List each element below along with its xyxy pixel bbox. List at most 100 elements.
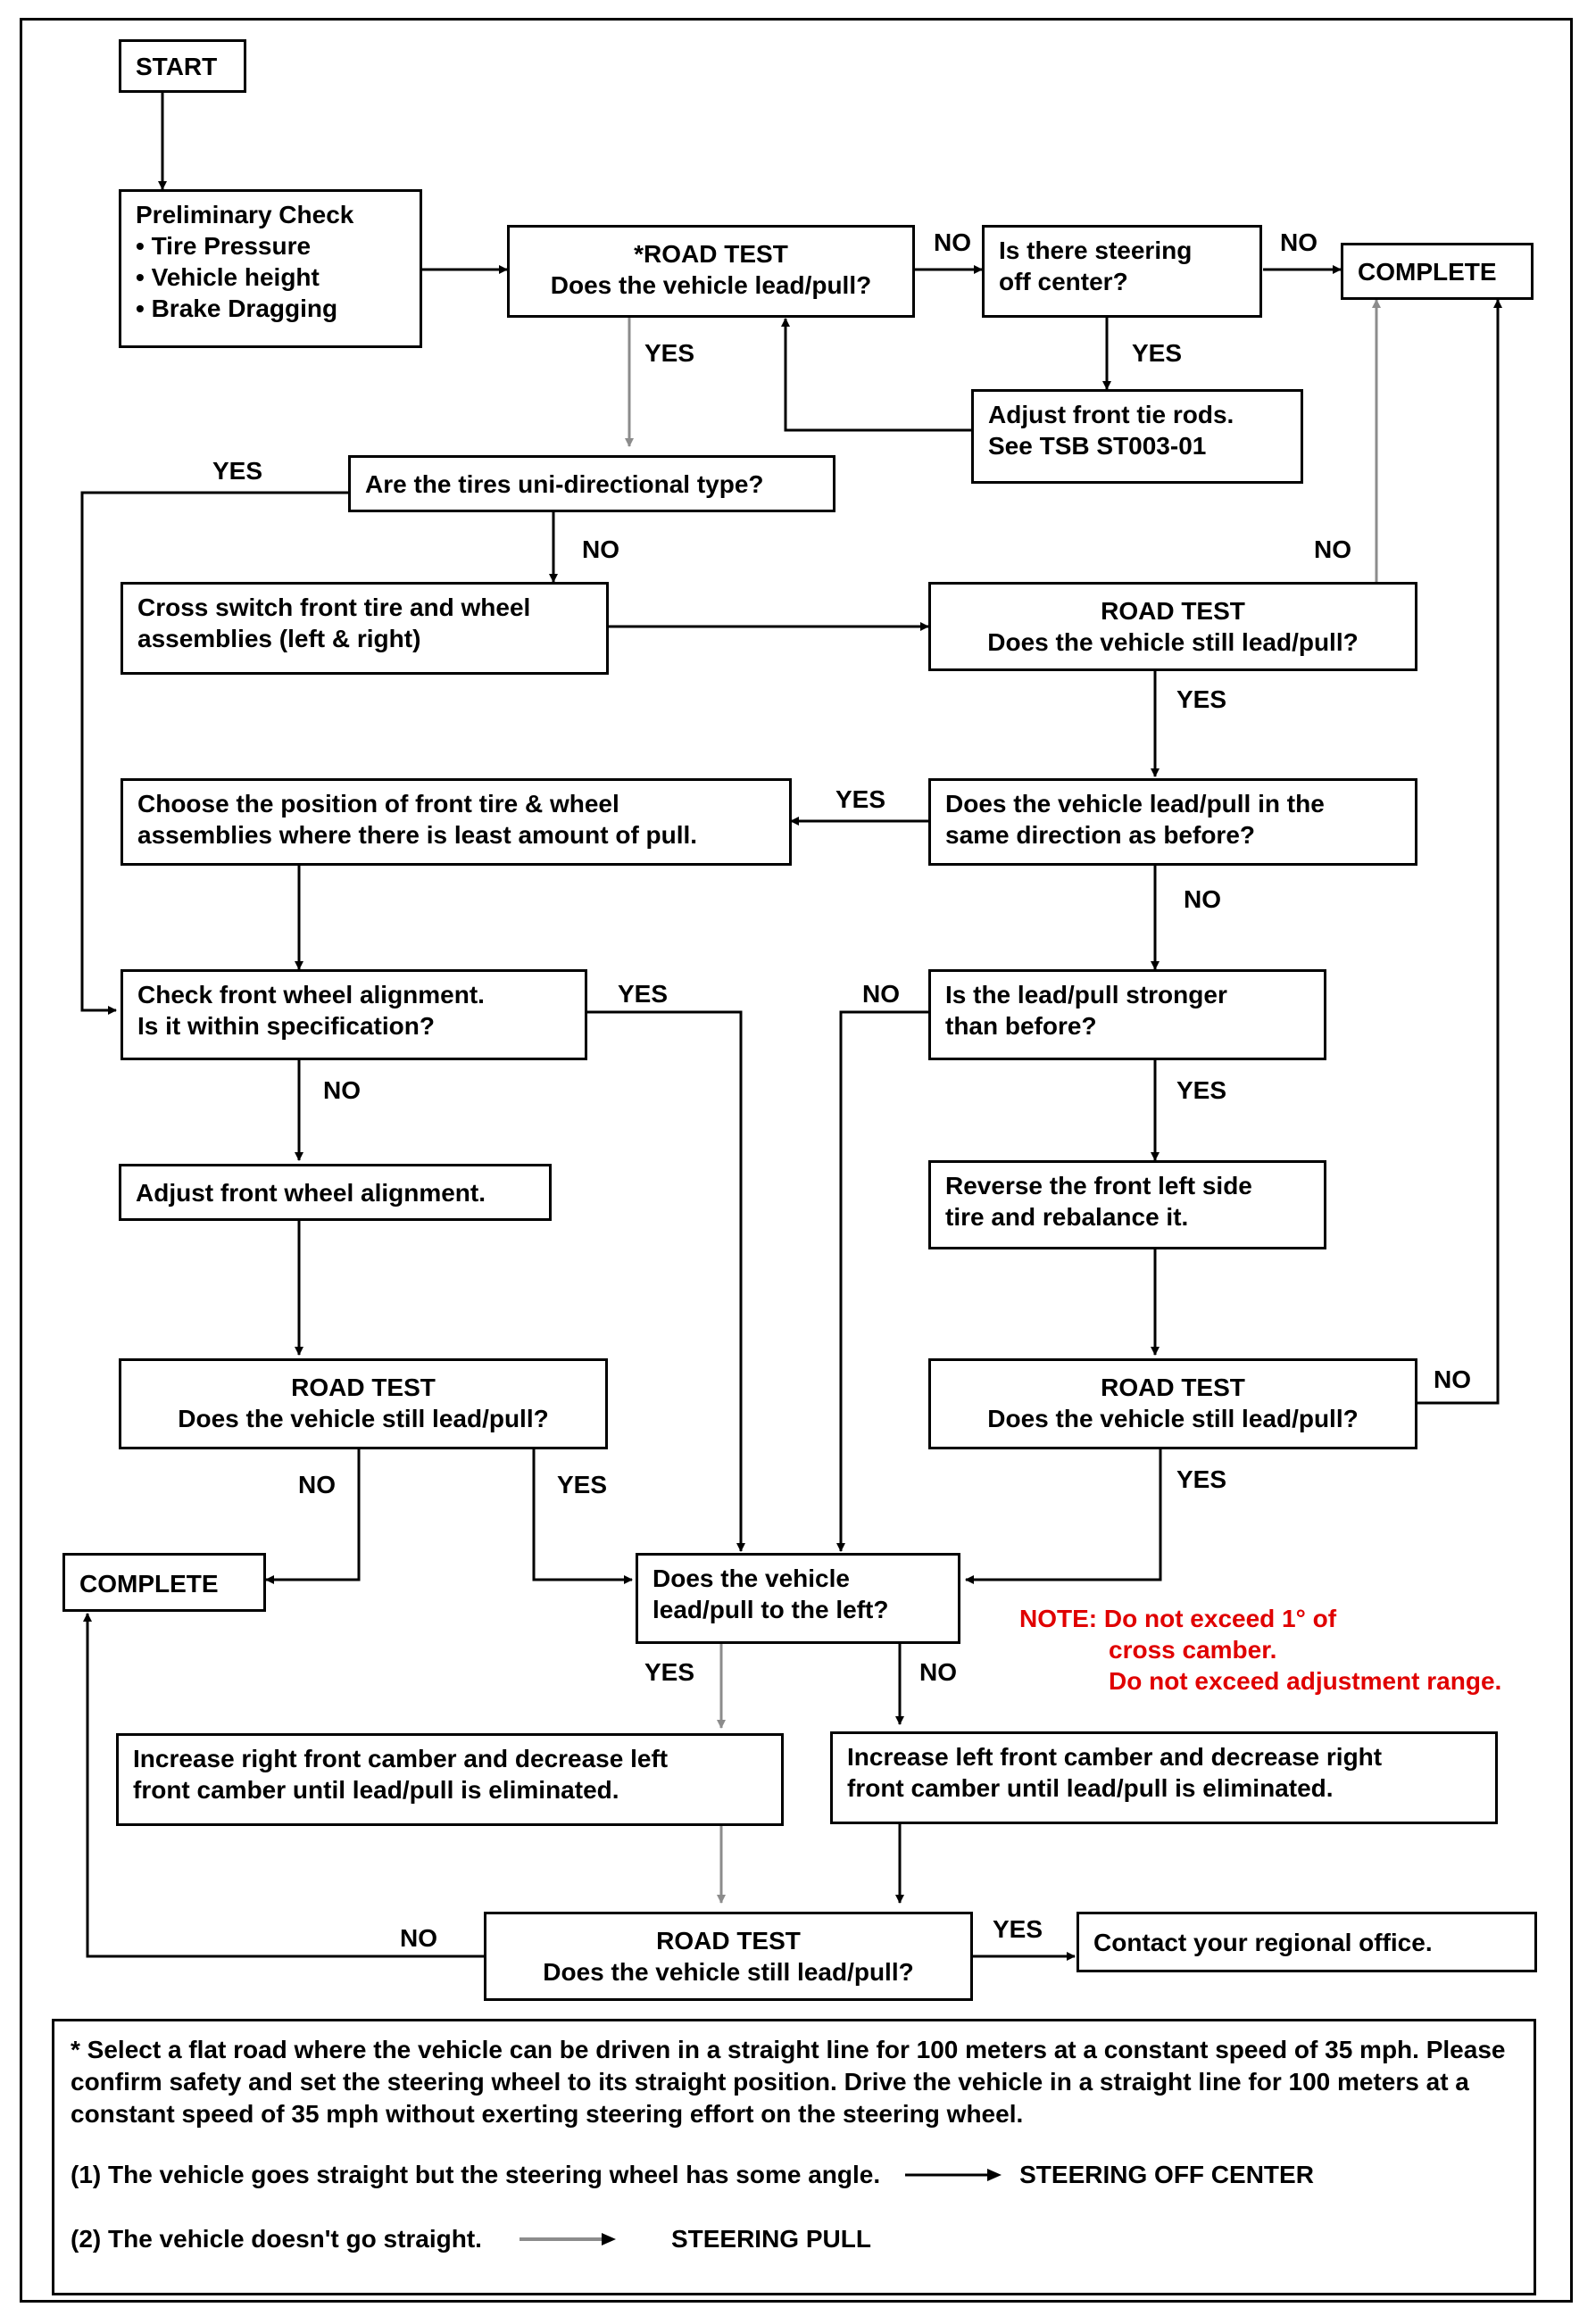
box-text-line: START (136, 53, 218, 80)
legend-2-text: (2) The vehicle doesn't go straight. (71, 2225, 482, 2253)
box-text-line: Does the vehicle still lead/pull? (987, 628, 1359, 656)
connector-roadtest4-leadleft (965, 1448, 1162, 1584)
label-no: NO (298, 1471, 336, 1498)
connector-roadtest3-completeleft (265, 1448, 361, 1584)
box-text-line: ROAD TEST (291, 1374, 436, 1401)
box-text-line: Adjust front tie rods. (988, 401, 1234, 428)
contact-office-box: Contact your regional office. (1076, 1912, 1537, 1972)
black-arrow-icon (905, 2169, 1002, 2181)
label-yes: YES (1132, 339, 1183, 367)
flowchart-frame (20, 18, 1573, 2303)
start-box: START (119, 39, 246, 93)
label-no: NO (1434, 1365, 1471, 1393)
label-no: NO (323, 1076, 361, 1104)
box-text-line: assemblies where there is least amount o… (137, 821, 698, 849)
label-no: NO (582, 535, 619, 563)
box-text-line: *ROAD TEST (634, 240, 788, 268)
box-text-line: Increase left front camber and decrease … (847, 1743, 1383, 1771)
box-text-line: ROAD TEST (1101, 597, 1245, 625)
label-no: NO (1184, 885, 1221, 913)
lead-stronger-box: Is the lead/pull stronger than before? (928, 969, 1326, 1060)
label-yes: YES (212, 457, 263, 485)
note-line: cross camber. (1109, 1636, 1277, 1664)
box-text-line: front camber until lead/pull is eliminat… (847, 1774, 1334, 1802)
box-text-line: same direction as before? (945, 821, 1256, 849)
box-text-line: • Brake Dragging (136, 295, 338, 322)
box-text-line: off center? (999, 268, 1128, 295)
box-text-line: Does the vehicle still lead/pull? (987, 1405, 1359, 1432)
increase-left-camber-box: Increase left front camber and decrease … (830, 1731, 1498, 1824)
box-text-line: See TSB ST003-01 (988, 432, 1207, 460)
box-text-line: Does the vehicle lead/pull? (550, 271, 872, 299)
box-text-line: Is the lead/pull stronger (945, 981, 1227, 1008)
label-yes: YES (1176, 1076, 1227, 1104)
box-text-line: Cross switch front tire and wheel (137, 593, 531, 621)
box-text-line: than before? (945, 1012, 1097, 1040)
box-text-line: Does the vehicle still lead/pull? (543, 1958, 914, 1986)
footnote-text: * Select a flat road where the vehicle c… (71, 2036, 1506, 2128)
label-yes: YES (1176, 1465, 1227, 1493)
road-test-2-box: ROAD TEST Does the vehicle still lead/pul… (928, 582, 1417, 671)
gray-arrow-icon (519, 2233, 616, 2245)
box-text-line: Are the tires uni-directional type? (365, 470, 764, 498)
box-text-line: Does the vehicle still lead/pull? (178, 1405, 549, 1432)
box-text-line: lead/pull to the left? (653, 1596, 889, 1623)
box-text-line: COMPLETE (1358, 258, 1497, 286)
legend-1-target: STEERING OFF CENTER (1019, 2161, 1314, 2188)
uni-directional-box: Are the tires uni-directional type? (348, 455, 835, 512)
box-text-line: Preliminary Check (136, 201, 354, 228)
label-no: NO (1314, 535, 1351, 563)
box-text-line: Does the vehicle (653, 1565, 850, 1592)
box-text-line: Does the vehicle lead/pull in the (945, 790, 1325, 818)
box-text-line: ROAD TEST (1101, 1374, 1245, 1401)
box-text-line: Is it within specification? (137, 1012, 435, 1040)
complete-left-box: COMPLETE (62, 1553, 266, 1612)
box-text-line: front camber until lead/pull is eliminat… (133, 1776, 619, 1804)
legend-steering-pull: (2) The vehicle doesn't go straight. STE… (71, 2223, 1517, 2255)
choose-position-box: Choose the position of front tire & whee… (121, 778, 792, 866)
complete-top-box: COMPLETE (1341, 243, 1534, 300)
box-text-line: ROAD TEST (656, 1927, 801, 1955)
preliminary-check-box: Preliminary Check• Tire Pressure• Vehicl… (119, 189, 422, 348)
legend-off-center: (1) The vehicle goes straight but the st… (71, 2159, 1517, 2191)
connector-unidirectional-alignment (80, 491, 348, 1015)
connector-roadtest3-leadleft (532, 1448, 633, 1584)
box-text-line: Choose the position of front tire & whee… (137, 790, 619, 818)
box-text-line: COMPLETE (79, 1570, 219, 1598)
connector-tierods-roadtest1 (781, 318, 971, 432)
box-text-line: Reverse the front left side (945, 1172, 1252, 1199)
adjust-tie-rods-box: Adjust front tie rods. See TSB ST003-01 (971, 389, 1303, 484)
note-line: NOTE: Do not exceed 1° of (1019, 1605, 1337, 1632)
road-test-4-box: ROAD TEST Does the vehicle still lead/pul… (928, 1358, 1417, 1449)
legend-1-text: (1) The vehicle goes straight but the st… (71, 2161, 881, 2188)
label-no: NO (1280, 228, 1318, 256)
lead-left-box: Does the vehicle lead/pull to the left? (636, 1553, 960, 1644)
label-yes: YES (557, 1471, 608, 1498)
legend-2-target: STEERING PULL (670, 2225, 871, 2253)
same-direction-box: Does the vehicle lead/pull in the same di… (928, 778, 1417, 866)
label-no: NO (934, 228, 971, 256)
box-text-line: tire and rebalance it. (945, 1203, 1189, 1231)
check-alignment-box: Check front wheel alignment. Is it within… (121, 969, 587, 1060)
label-no: NO (919, 1658, 957, 1686)
road-test-5-box: ROAD TEST Does the vehicle still lead/pul… (484, 1912, 973, 2001)
connector-roadtest5-completeleft (83, 1613, 484, 1958)
increase-right-camber-box: Increase right front camber and decrease… (116, 1733, 784, 1826)
road-test-3-box: ROAD TEST Does the vehicle still lead/pul… (119, 1358, 608, 1449)
box-text-line: Contact your regional office. (1093, 1929, 1433, 1956)
camber-note: NOTE: Do not exceed 1° of cross camber. … (1019, 1603, 1501, 1697)
connector-stronger-leadleft (836, 1010, 928, 1552)
label-yes: YES (644, 1658, 695, 1686)
label-yes: YES (993, 1915, 1043, 1943)
box-text-line: Check front wheel alignment. (137, 981, 485, 1008)
label-yes: YES (1176, 685, 1227, 713)
box-text-line: Increase right front camber and decrease… (133, 1745, 669, 1772)
adjust-alignment-box: Adjust front wheel alignment. (119, 1164, 552, 1221)
label-yes: YES (618, 980, 669, 1008)
road-test-1-box: *ROAD TEST Does the vehicle lead/pull? (507, 225, 915, 318)
connector-alignment-leadleft (586, 1010, 745, 1552)
label-no: NO (400, 1924, 437, 1952)
